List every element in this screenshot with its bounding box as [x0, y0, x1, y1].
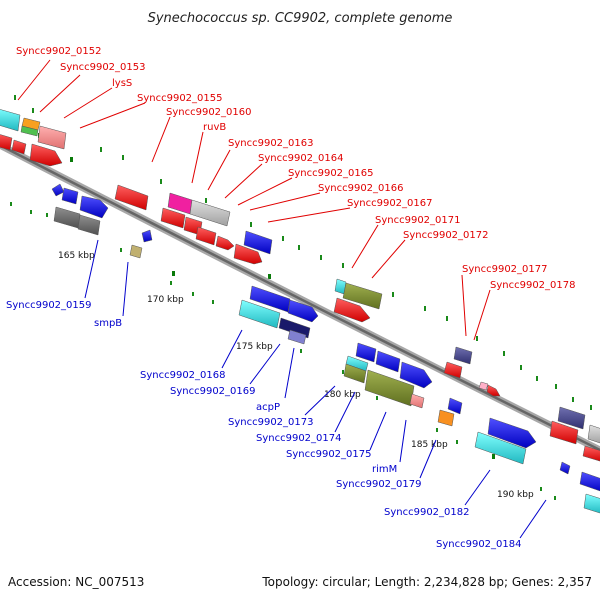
orf-blue-d[interactable]	[243, 230, 273, 255]
orf-lavender-acpP[interactable]	[287, 329, 307, 345]
gene-label[interactable]: Syncc9902_0182	[384, 507, 470, 518]
orf-red-e[interactable]	[160, 207, 186, 229]
tick-165: 165 kbp	[58, 251, 95, 261]
gene-label[interactable]: Syncc9902_0169	[170, 386, 256, 397]
orf-blue-a[interactable]	[51, 183, 65, 197]
tick-190: 190 kbp	[497, 490, 534, 500]
orf-red-i[interactable]	[233, 243, 263, 265]
orf-red-h[interactable]	[215, 235, 235, 251]
orf-cyan-r[interactable]	[583, 493, 600, 514]
orf-orange-0179[interactable]	[437, 409, 455, 427]
orf-purple-r[interactable]	[557, 406, 586, 430]
map-title: Synechococcus sp. CC9902, complete genom…	[148, 11, 453, 26]
accession-text: Accession: NC_007513	[8, 575, 144, 589]
gene-label[interactable]: Syncc9902_0165	[288, 168, 374, 179]
tick-175: 175 kbp	[236, 342, 273, 352]
gene-label[interactable]: Syncc9902_0177	[462, 264, 548, 275]
gene-label[interactable]: Syncc9902_0168	[140, 370, 226, 381]
gene-label[interactable]: Syncc9902_0160	[166, 107, 252, 118]
gene-label[interactable]: Syncc9902_0184	[436, 539, 522, 550]
orf-red-g[interactable]	[195, 226, 217, 246]
genome-summary-text: Topology: circular; Length: 2,234,828 bp…	[261, 575, 592, 589]
orf-cyan-0152[interactable]	[0, 108, 21, 132]
orf-red-d[interactable]	[114, 184, 149, 211]
orf-olive-0174[interactable]	[343, 363, 367, 384]
orf-blue-smpB[interactable]	[141, 229, 153, 243]
orf-red-l[interactable]	[486, 384, 501, 397]
leader-lines-top	[17, 59, 491, 341]
orf-red-a[interactable]	[0, 133, 13, 151]
orf-pink-small[interactable]	[478, 381, 489, 391]
orf-red-n[interactable]	[582, 445, 600, 462]
orf-purple-0177[interactable]	[453, 346, 473, 365]
gene-label[interactable]: rimM	[372, 464, 397, 475]
gene-label[interactable]: Syncc9902_0159	[6, 300, 92, 311]
orf-blue-c[interactable]	[79, 195, 109, 219]
gene-label[interactable]: Syncc9902_0152	[16, 46, 102, 57]
orf-dgray-0159[interactable]	[53, 206, 81, 229]
orf-gray-r[interactable]	[587, 424, 600, 444]
gene-labels-top: Syncc9902_0152 Syncc9902_0153 lysS Syncc…	[16, 46, 576, 291]
orf-navy-0169[interactable]	[278, 317, 311, 339]
gene-label[interactable]: Syncc9902_0171	[375, 215, 461, 226]
orf-gray-0163[interactable]	[189, 199, 231, 227]
orf-green-0153[interactable]	[20, 125, 39, 137]
orf-cyan-0168[interactable]	[238, 299, 281, 329]
gene-label[interactable]: Syncc9902_0175	[286, 449, 372, 460]
orf-red-k[interactable]	[443, 361, 463, 379]
orf-red-j[interactable]	[333, 297, 371, 323]
orf-cyan-0182[interactable]	[474, 431, 527, 465]
orf-khaki-smpB[interactable]	[129, 244, 143, 259]
forward-strand-orfs	[0, 108, 600, 462]
orf-blue-i[interactable]	[399, 361, 433, 389]
orf-olive-0171[interactable]	[342, 282, 383, 310]
orf-blue-f[interactable]	[287, 299, 319, 323]
orf-red-m[interactable]	[549, 420, 579, 445]
orf-blue-l[interactable]	[559, 461, 571, 475]
orf-pink-rimM[interactable]	[409, 393, 425, 409]
gene-labels-bottom: Syncc9902_0159 smpB Syncc9902_0168 Syncc…	[6, 300, 522, 550]
orf-blue-h[interactable]	[375, 350, 401, 373]
kbp-ticks: 165 kbp 170 kbp 175 kbp 180 kbp 185 kbp …	[58, 251, 534, 500]
gene-label[interactable]: Syncc9902_0163	[228, 138, 314, 149]
tick-180: 180 kbp	[324, 390, 361, 400]
orf-dgray-b[interactable]	[77, 214, 101, 236]
gene-label[interactable]: Syncc9902_0173	[228, 417, 314, 428]
gene-label[interactable]: acpP	[256, 402, 280, 413]
gene-label[interactable]: Syncc9902_0164	[258, 153, 344, 164]
orf-blue-j[interactable]	[447, 397, 463, 415]
gene-label[interactable]: ruvB	[203, 122, 226, 133]
orf-blue-g[interactable]	[355, 342, 377, 363]
orf-blue-b[interactable]	[61, 187, 79, 205]
orf-pink-lysS[interactable]	[37, 125, 67, 150]
gene-label[interactable]: Syncc9902_0179	[336, 479, 422, 490]
tick-185: 185 kbp	[411, 440, 448, 450]
gene-label[interactable]: Syncc9902_0166	[318, 183, 404, 194]
gene-label[interactable]: Syncc9902_0174	[256, 433, 342, 444]
orf-red-c[interactable]	[29, 143, 63, 167]
gene-label[interactable]: smpB	[94, 318, 122, 329]
gene-label[interactable]: Syncc9902_0153	[60, 62, 146, 73]
genome-backbone	[0, 141, 600, 454]
gene-label[interactable]: Syncc9902_0172	[403, 230, 489, 241]
orf-blue-k[interactable]	[487, 417, 537, 449]
orf-blue-m[interactable]	[579, 471, 600, 492]
gene-label[interactable]: Syncc9902_0155	[137, 93, 223, 104]
orf-olive-0175[interactable]	[364, 369, 415, 407]
leader-lines-bottom	[84, 239, 547, 539]
orf-red-b[interactable]	[11, 139, 27, 155]
gene-label[interactable]: lysS	[112, 78, 132, 89]
reverse-strand-orfs	[51, 183, 600, 514]
tick-170: 170 kbp	[147, 295, 184, 305]
gene-label[interactable]: Syncc9902_0178	[490, 280, 576, 291]
gene-label[interactable]: Syncc9902_0167	[347, 198, 433, 209]
